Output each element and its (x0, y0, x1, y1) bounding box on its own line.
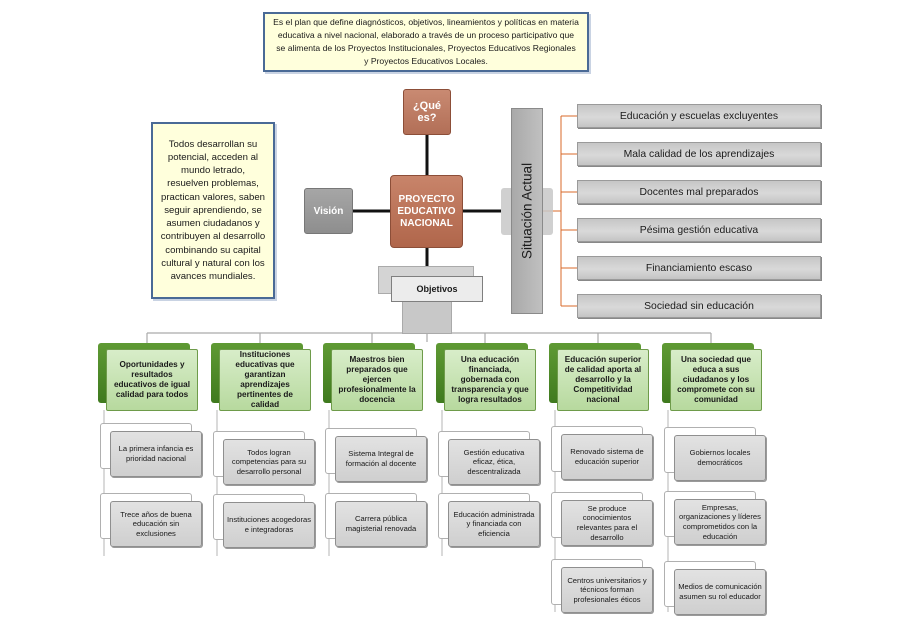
objective-item: Medios de comunicación asumen su rol edu… (674, 569, 766, 615)
vision-note: Todos desarrollan su potencial, acceden … (151, 122, 275, 299)
objective-item: La primera infancia es prioridad naciona… (110, 431, 202, 477)
objective-item: Carrera pública magisterial renovada (335, 501, 427, 547)
situacion-item: Pésima gestión educativa (577, 218, 821, 242)
objective-card: Instituciones educativas que garantizan … (219, 349, 311, 411)
situacion-label: Situación Actual (519, 162, 535, 260)
objective-item: Empresas, organizaciones y líderes compr… (674, 499, 766, 545)
objective-card: Una sociedad que educa a sus ciudadanos … (670, 349, 762, 411)
situacion-item: Educación y escuelas excluyentes (577, 104, 821, 128)
objective-item: Se produce conocimientos relevantes para… (561, 500, 653, 546)
objective-card: Una educación financiada, gobernada con … (444, 349, 536, 411)
definition-note: Es el plan que define diagnósticos, obje… (263, 12, 589, 72)
objective-item: Centros universitarios y técnicos forman… (561, 567, 653, 613)
objective-item: Renovado sistema de educación superior (561, 434, 653, 480)
proyecto-educativo-nacional-node: PROYECTO EDUCATIVO NACIONAL (390, 175, 463, 248)
objective-item: Instituciones acogedoras e integradoras (223, 502, 315, 548)
objective-card: Maestros bien preparados que ejercen pro… (331, 349, 423, 411)
objective-card: Oportunidades y resultados educativos de… (106, 349, 198, 411)
vision-node: Visión (304, 188, 353, 234)
que-es-node: ¿Qué es? (403, 89, 451, 135)
situacion-item: Sociedad sin educación (577, 294, 821, 318)
objective-item: Todos logran competencias para su desarr… (223, 439, 315, 485)
situacion-item: Mala calidad de los aprendizajes (577, 142, 821, 166)
objective-item: Trece años de buena educación sin exclus… (110, 501, 202, 547)
objective-item: Gestión educativa eficaz, ética, descent… (448, 439, 540, 485)
situacion-bar (511, 108, 543, 314)
situacion-item: Financiamiento escaso (577, 256, 821, 280)
objective-item: Educación administrada y financiada con … (448, 501, 540, 547)
objetivos-node: Objetivos (391, 276, 483, 302)
objective-item: Sistema Integral de formación al docente (335, 436, 427, 482)
objective-item: Gobiernos locales democráticos (674, 435, 766, 481)
situacion-item: Docentes mal preparados (577, 180, 821, 204)
objective-card: Educación superior de calidad aporta al … (557, 349, 649, 411)
